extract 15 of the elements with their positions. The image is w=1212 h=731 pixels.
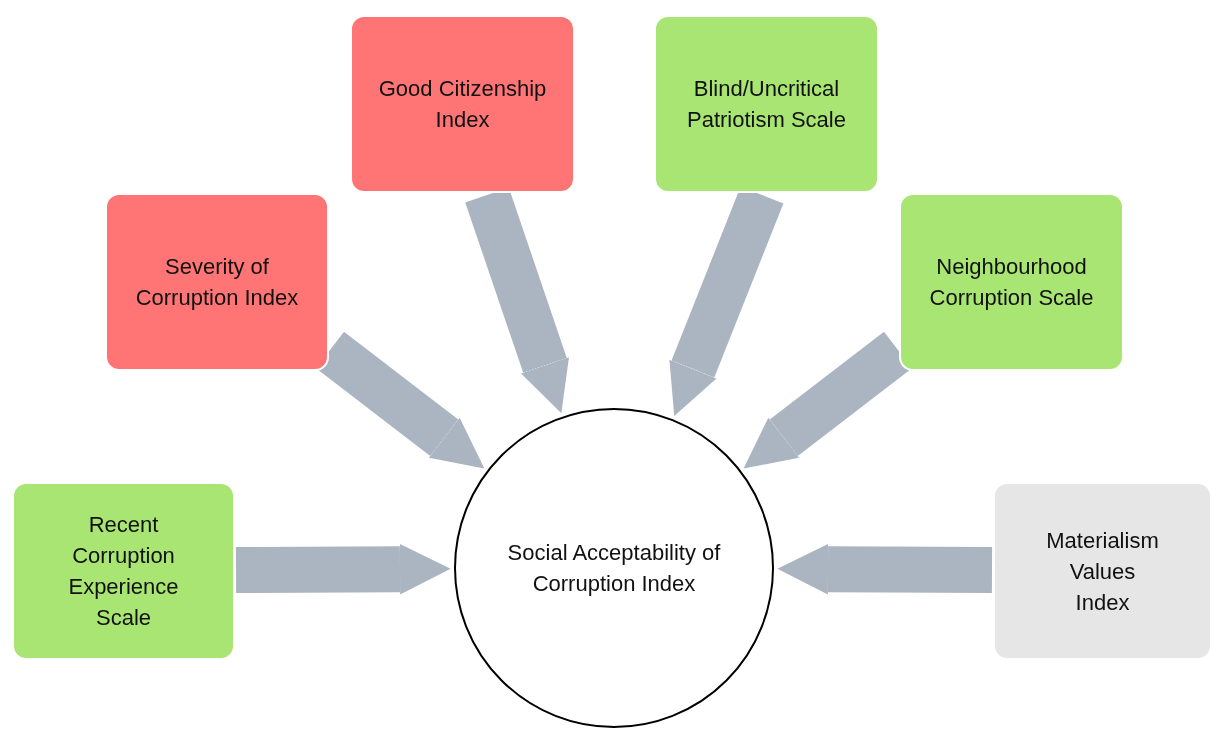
node-label: Good Citizenship Index bbox=[377, 75, 548, 134]
block-arrow bbox=[235, 543, 451, 595]
node-label: Materialism Values Index bbox=[1045, 526, 1160, 617]
node-label: Recent Corruption Experience Scale bbox=[67, 511, 180, 632]
measure-box bbox=[993, 482, 1212, 660]
node-label: Severity of Corruption Index bbox=[134, 253, 300, 312]
measure-box bbox=[105, 193, 329, 371]
node-label: Blind/Uncritical Patriotism Scale bbox=[686, 75, 847, 134]
measure-box bbox=[899, 193, 1124, 371]
measure-box bbox=[654, 15, 879, 193]
block-arrow bbox=[777, 543, 993, 595]
measure-box bbox=[12, 482, 235, 660]
node-label: Social Acceptability of Corruption Index bbox=[506, 539, 722, 598]
node-label: Neighbourhood Corruption Scale bbox=[928, 253, 1095, 312]
measure-box bbox=[350, 15, 575, 193]
